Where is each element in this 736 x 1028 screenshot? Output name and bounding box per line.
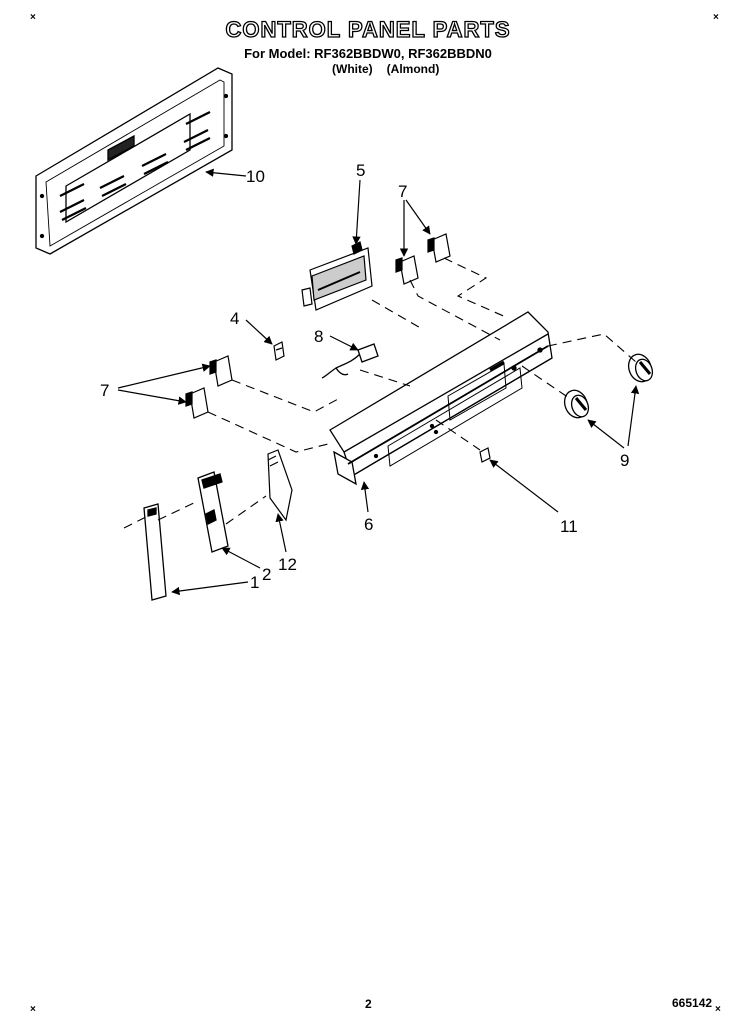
corner-mark-top-left: × bbox=[30, 12, 36, 23]
corner-mark-top-right: × bbox=[713, 12, 719, 23]
clip-part-4 bbox=[273, 341, 285, 361]
control-board-part-5 bbox=[301, 241, 373, 311]
document-number: 665142 bbox=[672, 996, 713, 1010]
control-panel-housing-part-6 bbox=[329, 311, 553, 486]
callout-1: 1 bbox=[250, 573, 259, 592]
callout-8: 8 bbox=[314, 327, 323, 346]
assembly-guide-lines bbox=[123, 257, 637, 529]
color-almond-label: (Almond) bbox=[386, 62, 440, 76]
page-number: 2 bbox=[365, 997, 372, 1011]
callout-2: 2 bbox=[262, 565, 271, 584]
callout-4: 4 bbox=[230, 309, 239, 328]
bracket-part-12 bbox=[267, 449, 293, 522]
switch-part-7-upper-right bbox=[427, 233, 451, 263]
callout-7-lower: 7 bbox=[100, 381, 109, 400]
switch-part-7-upper-left bbox=[395, 255, 419, 285]
callout-10: 10 bbox=[246, 167, 265, 186]
switch-part-7-lower-lower bbox=[185, 387, 209, 419]
callout-12: 12 bbox=[278, 555, 297, 574]
side-trim-part-1 bbox=[143, 503, 167, 601]
model-line: For Model: RF362BBDW0, RF362BBDN0 bbox=[244, 46, 492, 61]
switch-part-7-lower-upper bbox=[209, 355, 233, 387]
wire-harness-part-8 bbox=[321, 343, 379, 379]
callout-5: 5 bbox=[356, 161, 365, 180]
knob-part-9-left bbox=[563, 389, 590, 419]
color-white-label: (White) bbox=[332, 62, 373, 76]
callout-11: 11 bbox=[560, 517, 578, 536]
corner-mark-bottom-right: × bbox=[715, 1004, 721, 1015]
corner-mark-bottom-left: × bbox=[30, 1004, 36, 1015]
backplate-part-10 bbox=[35, 67, 233, 255]
callout-arrows bbox=[117, 168, 640, 596]
color-labels: (White) (Almond) bbox=[332, 62, 453, 76]
page-title: CONTROL PANEL PARTS bbox=[225, 16, 511, 42]
callout-7-upper: 7 bbox=[398, 182, 407, 201]
plug-part-11 bbox=[479, 447, 491, 463]
callout-6: 6 bbox=[364, 515, 373, 534]
knob-part-9-right bbox=[627, 353, 654, 383]
callout-9: 9 bbox=[620, 451, 629, 470]
end-cap-part-2 bbox=[197, 471, 229, 553]
